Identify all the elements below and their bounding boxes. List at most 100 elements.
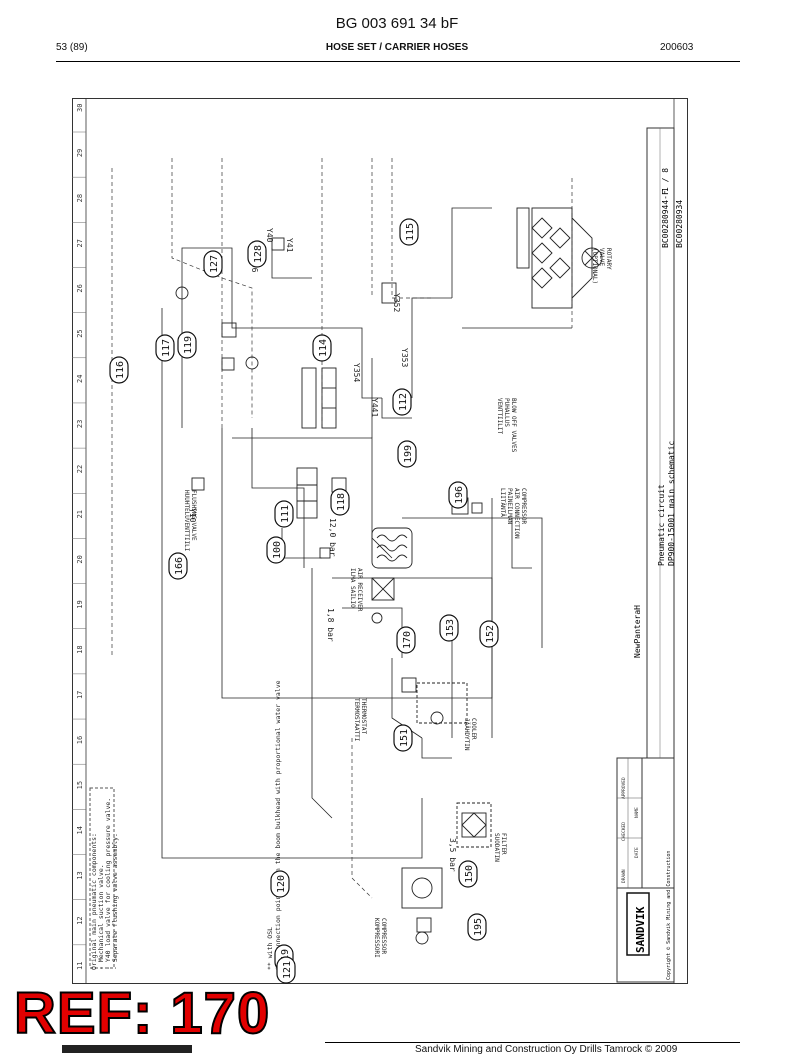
pipework (161, 207, 572, 859)
title-block-col-label: NAME (634, 807, 640, 818)
footer-rule (325, 1042, 740, 1043)
label-compressor-air: COMPRESSORAIR CONNECTIONPAINEILMANLIITÄN… (499, 488, 527, 539)
column-number: 27 (76, 239, 84, 247)
column-number: 26 (76, 284, 84, 292)
header-rule (56, 61, 740, 62)
callout-196: 196 (448, 481, 468, 509)
footer-text: Sandvik Mining and Construction Oy Drill… (415, 1044, 678, 1055)
column-number: 20 (76, 555, 84, 563)
callout-128: 128 (247, 240, 267, 268)
callout-119: 119 (177, 331, 197, 359)
rotary-valve-symbol (531, 207, 573, 309)
copyright-text: Copyright © Sandvik Mining and Construct… (666, 851, 672, 980)
callout-152: 152 (479, 620, 499, 648)
svg-text:127: 127 (209, 255, 220, 273)
callout-115: 115 (399, 218, 419, 246)
callout-118: 118 (330, 488, 350, 516)
svg-text:100: 100 (272, 541, 283, 559)
column-number: 24 (76, 375, 84, 383)
column-number: 21 (76, 510, 84, 518)
ref-stamp: REF: 170 (13, 981, 271, 1046)
valve-code: Y41 (285, 238, 294, 253)
callouts: 116 117 119 127 128 114 115 112 199 196 118 111 100 1… (109, 218, 499, 984)
column-number: 12 (76, 916, 84, 924)
svg-text:151: 151 (399, 729, 410, 747)
drawing-title: Pneumatic circuitDP900-15001 main schema… (657, 441, 676, 566)
svg-text:153: 153 (445, 619, 456, 637)
svg-text:119: 119 (183, 336, 194, 354)
pressure-label: 3,5 bar (448, 838, 457, 872)
doc-number-1: BC00280944-F (661, 190, 670, 248)
callout-120: 120 (270, 870, 290, 898)
valve-code: Y10 (188, 508, 197, 523)
components (175, 207, 603, 945)
valve-code: Y40 (265, 228, 274, 243)
note-line-3: - Y40 load valve for cooling pressure va… (104, 798, 112, 970)
sandvik-logo-text: SANDVIK (634, 906, 647, 953)
callout-153: 153 (439, 614, 459, 642)
callout-199: 199 (397, 440, 417, 468)
column-number: 22 (76, 465, 84, 473)
valve-code: Y354 (352, 363, 361, 382)
air-receiver-symbol (371, 527, 413, 569)
document-id: BG 003 691 34 bF (335, 15, 459, 32)
label-filter: FILTERSUODATIN (493, 833, 507, 862)
label-cooler: COOLERJÄÄHDYTIN (463, 718, 477, 751)
svg-text:114: 114 (318, 339, 329, 357)
note-line-6: *** Connection point is on the boom bulk… (274, 680, 282, 970)
column-number: 28 (76, 194, 84, 202)
schematic-frame (72, 98, 688, 984)
valve-code: Y352 (392, 293, 401, 312)
callout-114: 114 (312, 334, 332, 362)
callout-166: 166 (168, 552, 188, 580)
column-number: 29 (76, 149, 84, 157)
column-number: 11 (76, 962, 84, 970)
compressor-symbol (401, 867, 443, 909)
label-rotary-valve: ROTARYVALVE(OPTIONAL) (591, 248, 612, 284)
callout-195: 195 (467, 913, 487, 941)
blow-off-valves-symbol (321, 367, 337, 429)
column-number: 30 (76, 104, 84, 112)
note-line-2: - Mechanical suction valve. (97, 864, 105, 970)
note-line-4: - Separate flushing valve assembly. (111, 833, 119, 970)
pressure-label: 1,8 bar (326, 608, 335, 642)
svg-text:196: 196 (454, 486, 465, 504)
callout-117: 117 (155, 334, 175, 362)
svg-text:116: 116 (115, 361, 126, 379)
callout-151: 151 (393, 724, 413, 752)
dashed-lines (111, 158, 573, 899)
svg-text:166: 166 (174, 557, 185, 575)
column-number: 23 (76, 420, 84, 428)
column-number: 17 (76, 691, 84, 699)
thermostat-symbol (401, 677, 417, 693)
label-blow-off-valves: BLOW OFF VALVESPUHALLUSVENTTIILIT (496, 398, 517, 453)
title-block-col-label: DATE (634, 847, 640, 858)
valve-code: Y353 (400, 348, 409, 367)
svg-text:152: 152 (485, 625, 496, 643)
pressure-label: 12,0 bar (328, 518, 337, 557)
schematic-notes: Original main pneumatic components: - Me… (89, 680, 282, 970)
label-compressor: COMPRESSORKOMPRESSORI (373, 918, 387, 958)
valve-y352-symbol (381, 282, 397, 304)
svg-text:112: 112 (398, 393, 409, 411)
note-line-5: ** with OSL (266, 927, 274, 970)
column-number: 13 (76, 871, 84, 879)
column-number: 15 (76, 781, 84, 789)
callout-116: 116 (109, 356, 129, 384)
column-number: 14 (76, 826, 84, 834)
pressure-labels: 3,5 bar 1,8 bar 12,0 bar (326, 518, 457, 872)
column-number: 19 (76, 600, 84, 608)
document-date: 200603 (660, 42, 694, 53)
label-air-receiver: AIR RECEIVERILMA SAILIO (349, 568, 363, 612)
callout-150: 150 (458, 860, 478, 888)
callout-170: 170 (396, 626, 416, 654)
label-flushing-valve: FLUSHING VALVEHUUHTELUVENTTIILI (183, 490, 197, 552)
component-labels: FLUSHING VALVEHUUHTELUVENTTIILI AIR RECE… (183, 248, 612, 958)
column-number: 18 (76, 645, 84, 653)
drawing-model: NewPanteraH (633, 605, 642, 658)
svg-text:111: 111 (280, 505, 291, 523)
title-block-row-label: DRAWN (621, 869, 627, 883)
flushing-valve-symbol (296, 467, 318, 519)
